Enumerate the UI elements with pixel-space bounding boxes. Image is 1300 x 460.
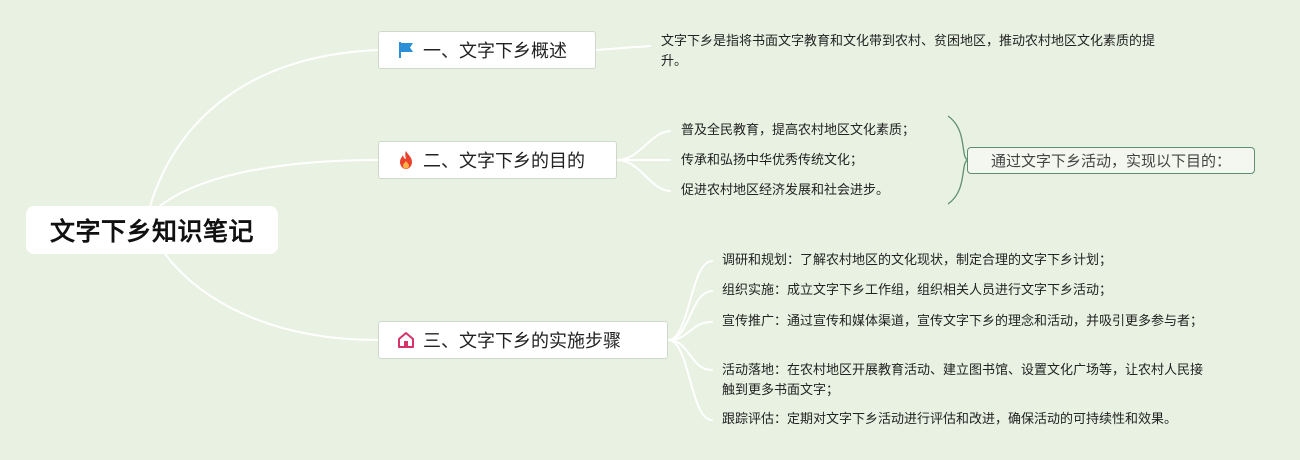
- connector-root-branch-1: [149, 49, 379, 207]
- root-title: 文字下乡知识笔记: [49, 217, 254, 246]
- purpose-leaf-3: 促进农村地区经济发展和社会进步。: [681, 183, 890, 198]
- fire-icon: [395, 149, 417, 171]
- branch-purpose-label: 二、文字下乡的目的: [423, 151, 585, 172]
- connector-branch2-leaf-3: [616, 159, 671, 192]
- home-icon: [395, 329, 417, 351]
- steps-leaf-5: 跟踪评估：定期对文字下乡活动进行评估和改进，确保活动的可持续性和效果。: [722, 412, 1178, 427]
- connector-root-branch-3: [164, 253, 379, 341]
- steps-leaf-1: 调研和规划：了解农村地区的文化现状，制定合理的文字下乡计划；: [722, 253, 1113, 268]
- connector-root-branch-2: [159, 159, 379, 207]
- connector-branch1-leaf: [595, 45, 651, 51]
- branch-overview-label: 一、文字下乡概述: [423, 41, 567, 62]
- branch-steps[interactable]: 三、文字下乡的实施步骤: [378, 321, 668, 359]
- purpose-summary-callout[interactable]: 通过文字下乡活动，实现以下目的：: [967, 147, 1255, 174]
- branch-overview[interactable]: 一、文字下乡概述: [378, 31, 596, 69]
- connector-branch3-leaf-1: [667, 260, 713, 341]
- blue-flag-icon: [395, 39, 417, 61]
- connector-branch3-leaf-4: [667, 339, 713, 371]
- steps-leaf-4: 活动落地：在农村地区开展教育活动、建立图书馆、设置文化广场等，让农村人民接触到更…: [722, 363, 1204, 398]
- purpose-summary-text: 通过文字下乡活动，实现以下目的：: [990, 152, 1231, 170]
- steps-leaf-2: 组织实施：成立文字下乡工作组，组织相关人员进行文字下乡活动；: [722, 283, 1113, 298]
- overview-leaf-1: 文字下乡是指将书面文字教育和文化带到农村、贫困地区，推动农村地区文化素质的提升。: [661, 34, 1156, 69]
- steps-leaf-3: 宣传推广：通过宣传和媒体渠道，宣传文字下乡的理念和活动，并吸引更多参与者；: [722, 314, 1204, 329]
- connector-branch3-leaf-5: [667, 339, 713, 421]
- purpose-leaf-1: 普及全民教育，提高农村地区文化素质；: [681, 123, 916, 138]
- connector-branch3-leaf-3: [667, 321, 713, 341]
- root-topic[interactable]: 文字下乡知识笔记: [26, 206, 278, 254]
- branch-purpose[interactable]: 二、文字下乡的目的: [378, 141, 617, 179]
- branch-steps-label: 三、文字下乡的实施步骤: [423, 331, 621, 352]
- summary-brace: [947, 115, 969, 205]
- purpose-leaf-2: 传承和弘扬中华优秀传统文化；: [681, 153, 864, 168]
- connector-branch2-leaf-1: [616, 130, 671, 161]
